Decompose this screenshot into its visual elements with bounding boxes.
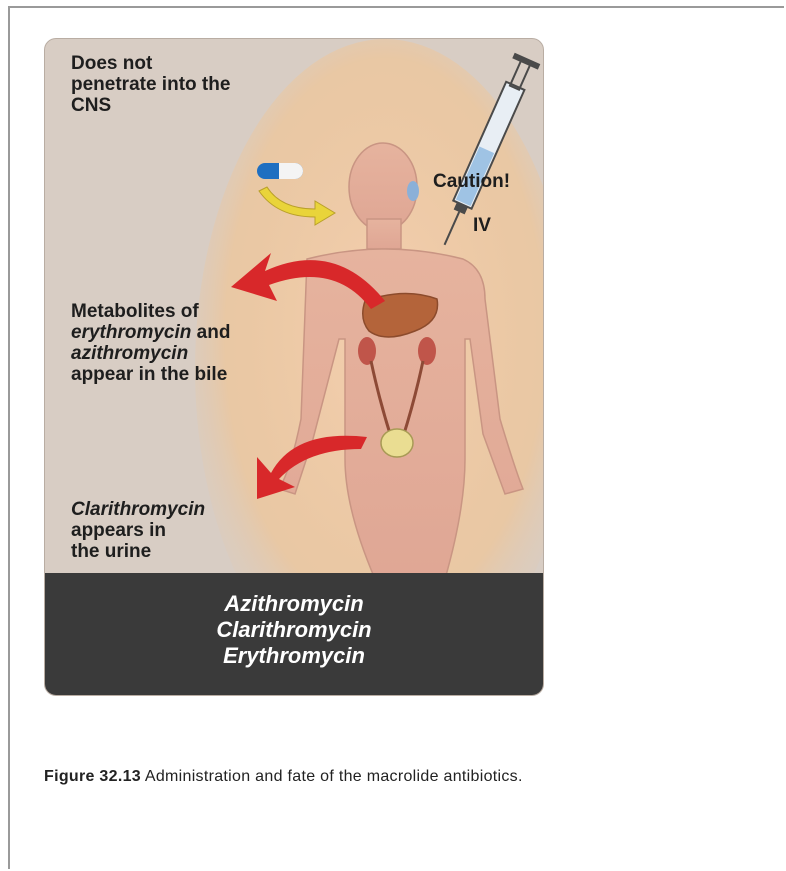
figure-panel: Does not penetrate into the CNS Caution!… <box>44 38 544 696</box>
bile-metabolites-label: Metabolites of erythromycin and azithrom… <box>71 301 291 385</box>
bile-line-4: appear in the bile <box>71 364 291 385</box>
iv-label: IV <box>473 215 491 236</box>
kidney-icon-right <box>418 337 436 365</box>
drug-name: Erythromycin <box>45 643 543 669</box>
kidney-icon <box>358 337 376 365</box>
capsule-icon <box>257 163 303 179</box>
cns-label: Does not penetrate into the CNS <box>71 53 241 116</box>
bile-line-3: azithromycin <box>71 343 291 364</box>
figure-caption-text: Administration and fate of the macrolide… <box>141 768 523 785</box>
bile-drug-azithromycin: azithromycin <box>71 343 188 364</box>
ear <box>407 181 419 201</box>
drug-names-footer: Azithromycin Clarithromycin Erythromycin <box>45 573 543 695</box>
drug-name: Azithromycin <box>45 591 543 617</box>
caution-label: Caution! <box>433 171 510 192</box>
urine-drug: Clarithromycin <box>71 499 271 520</box>
urine-line-2: appears in <box>71 520 271 541</box>
urine-label: Clarithromycin appears in the urine <box>71 499 271 562</box>
drug-name: Clarithromycin <box>45 617 543 643</box>
bile-and: and <box>191 322 230 343</box>
figure-number: Figure 32.13 <box>44 768 141 785</box>
bile-line-2: erythromycin and <box>71 322 291 343</box>
bile-line-1: Metabolites of <box>71 301 291 322</box>
urine-drug-name: Clarithromycin <box>71 499 205 520</box>
bladder-icon <box>381 429 413 457</box>
urine-line-3: the urine <box>71 541 271 562</box>
figure-caption: Figure 32.13 Administration and fate of … <box>44 768 523 786</box>
bile-drug-erythromycin: erythromycin <box>71 322 191 343</box>
